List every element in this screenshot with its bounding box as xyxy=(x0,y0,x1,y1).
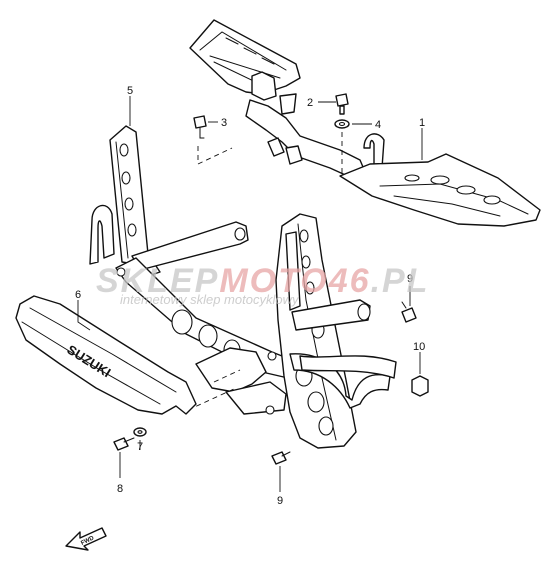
fwd-label: FWD xyxy=(80,535,96,547)
watermark-sklep: SKLEP xyxy=(96,262,219,300)
fwd-arrow-icon: FWD xyxy=(65,527,107,551)
callout-4: 4 xyxy=(375,119,381,131)
callout-9-lower: 9 xyxy=(277,495,283,507)
bolt-part-9-upper xyxy=(401,301,417,323)
callout-10: 10 xyxy=(413,341,425,353)
bolt-part-9-lower xyxy=(271,451,291,465)
callout-6: 6 xyxy=(75,289,81,301)
callout-8: 8 xyxy=(117,483,123,495)
bolt-part-2 xyxy=(335,93,349,115)
washer-part-7 xyxy=(133,427,147,437)
watermark-moto: MOTO xyxy=(219,262,328,300)
front-frame-assembly xyxy=(89,125,397,449)
callout-1: 1 xyxy=(419,117,425,129)
bolt-part-3 xyxy=(193,115,207,139)
watermark-subtitle: internetowy sklep motocyklowy xyxy=(120,292,300,307)
callout-3: 3 xyxy=(221,117,227,129)
footrest-bracket-part-1 xyxy=(189,19,541,227)
skid-guard-part-6: SUZUKI xyxy=(15,295,197,415)
watermark: SKLEPMOTO46.PL internetowy sklep motocyk… xyxy=(96,262,429,307)
callout-7: 7 xyxy=(137,441,143,453)
washer-part-4 xyxy=(334,119,350,129)
callout-2: 2 xyxy=(307,97,313,109)
watermark-46: 46 xyxy=(328,262,371,300)
leader-lines xyxy=(77,96,423,492)
bolt-part-8 xyxy=(113,437,135,451)
svg-text:SKLEPMOTO46.PL: SKLEPMOTO46.PL xyxy=(96,262,429,300)
callout-9-upper: 9 xyxy=(407,273,413,285)
nut-part-10 xyxy=(411,375,429,397)
watermark-pl: .PL xyxy=(371,262,430,300)
callout-5: 5 xyxy=(127,85,133,97)
